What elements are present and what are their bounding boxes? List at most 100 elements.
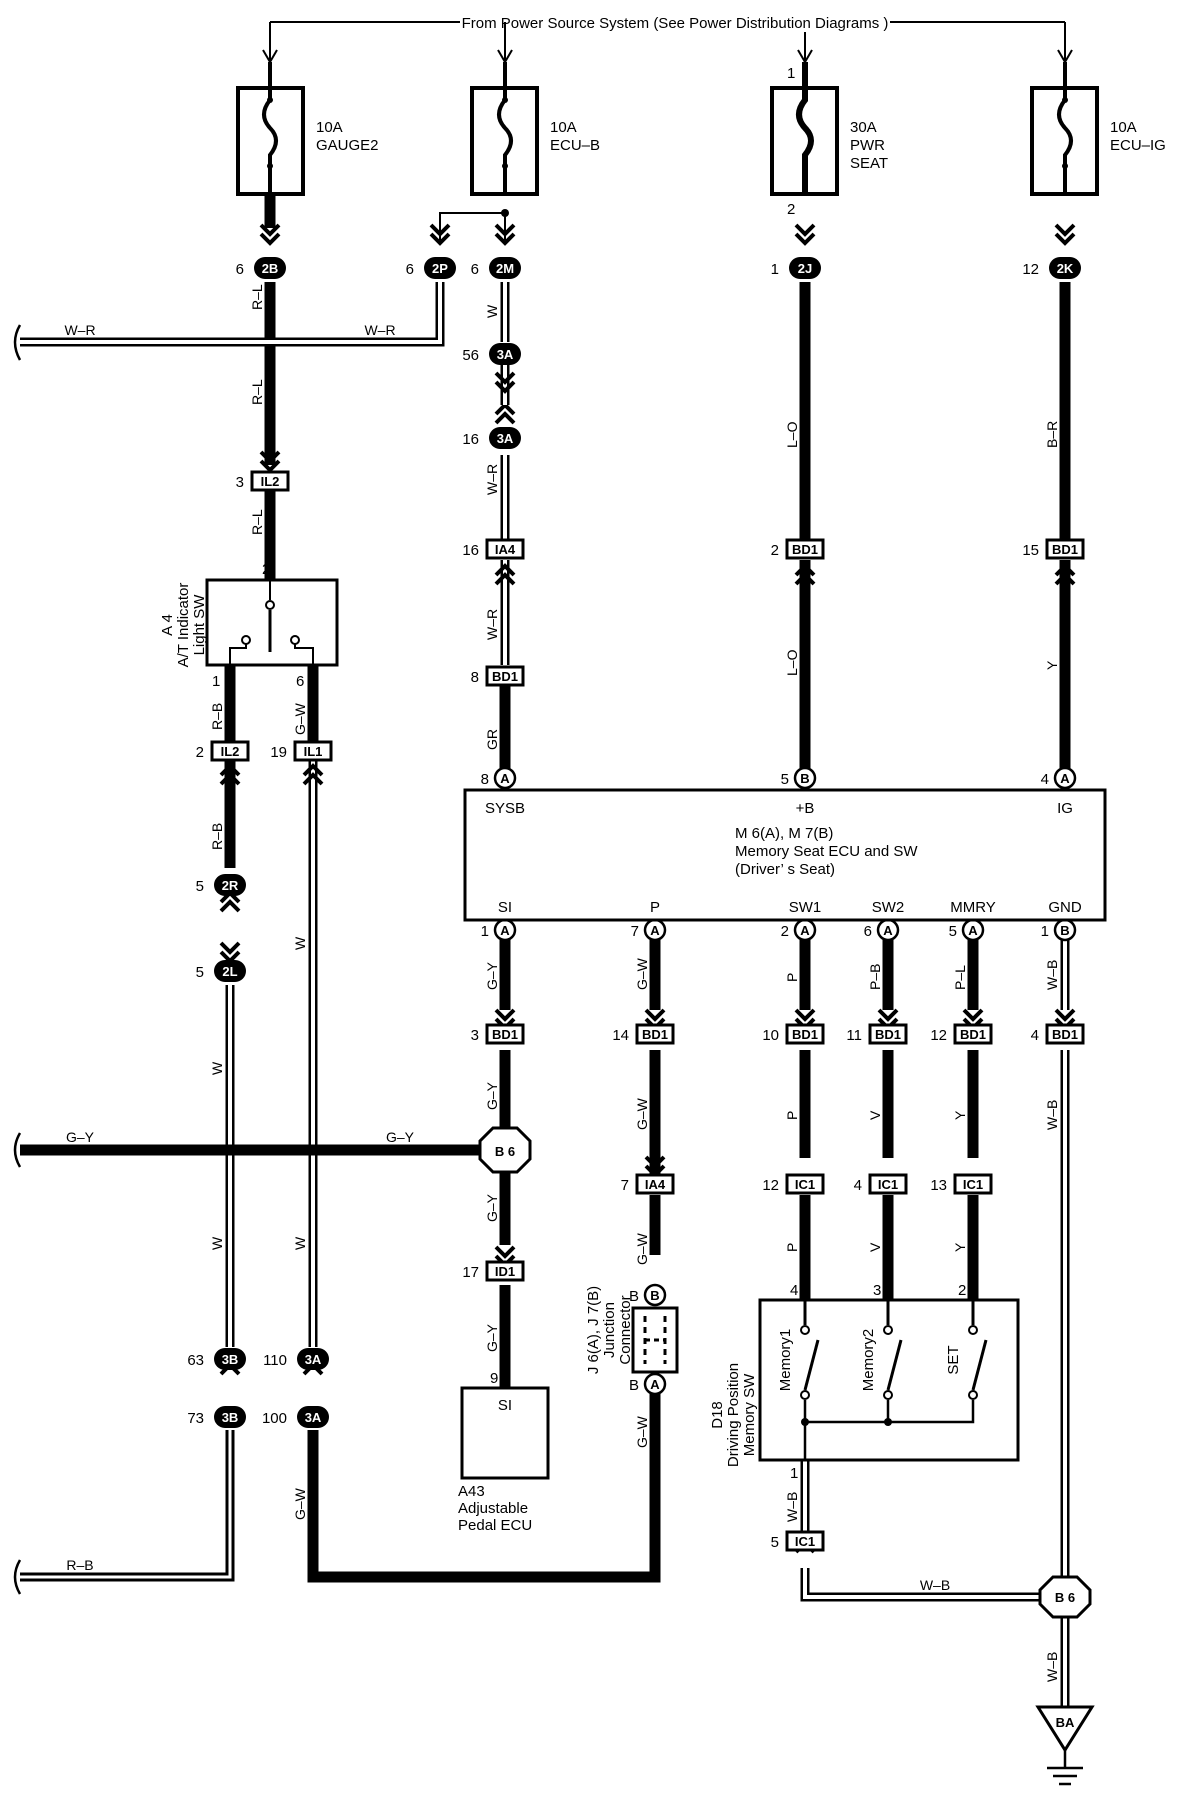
wire-label: G–Y xyxy=(66,1129,95,1145)
wire-label: W–B xyxy=(1044,960,1060,990)
svg-text:3A: 3A xyxy=(305,1352,322,1367)
svg-text:B: B xyxy=(1060,923,1069,938)
svg-text:6: 6 xyxy=(236,261,244,278)
wire-label: W–R xyxy=(364,322,395,338)
pedal-name: Adjustable xyxy=(458,1500,528,1517)
memsw-contacts xyxy=(800,1300,988,1460)
at-sw-pin: 6 xyxy=(296,673,304,690)
memsw-name: Memory SW xyxy=(741,1373,758,1456)
pin-A4: A4 xyxy=(1041,766,1077,790)
svg-text:IC1: IC1 xyxy=(878,1177,898,1192)
at-indicator-light-switch: 2 1 6 A 4 A/T Indicator Light SW xyxy=(159,561,339,690)
ground-ba: BA xyxy=(1035,1705,1095,1786)
svg-text:IL2: IL2 xyxy=(221,744,240,759)
wire-label: G–W xyxy=(634,1415,650,1448)
pedal-code: A43 xyxy=(458,1483,485,1500)
svg-text:73: 73 xyxy=(187,1410,204,1427)
memsw-pin: 3 xyxy=(873,1282,881,1299)
wire-label: GR xyxy=(484,729,500,750)
pin-A2: A2 xyxy=(781,918,817,942)
svg-text:IC1: IC1 xyxy=(795,1534,815,1549)
ecu-terminal: +B xyxy=(796,800,815,817)
wire-label: R–L xyxy=(249,509,265,535)
svg-text:B 6: B 6 xyxy=(495,1144,515,1159)
wire-label: G–W xyxy=(292,702,308,735)
ecu-terminal: P xyxy=(650,899,660,916)
svg-text:2: 2 xyxy=(771,542,779,559)
pin-A7: A7 xyxy=(631,918,667,942)
svg-text:IC1: IC1 xyxy=(795,1177,815,1192)
svg-text:4: 4 xyxy=(854,1177,862,1194)
wire-label: W–R xyxy=(484,609,500,640)
svg-text:2M: 2M xyxy=(496,261,514,276)
svg-text:BD1: BD1 xyxy=(1052,1027,1078,1042)
svg-text:IC1: IC1 xyxy=(963,1177,983,1192)
svg-text:15: 15 xyxy=(1022,542,1039,559)
junction-connector: B B A B J 6(A), J 7(B) Junction Connecto… xyxy=(585,1283,679,1396)
connector-2J: 2J1 xyxy=(771,257,821,279)
fuse-pin-in: 1 xyxy=(787,65,795,82)
svg-text:2R: 2R xyxy=(222,878,239,893)
svg-text:4: 4 xyxy=(1031,1027,1039,1044)
wire-label: V xyxy=(867,1110,883,1120)
svg-text:A: A xyxy=(650,1377,660,1392)
svg-text:IA4: IA4 xyxy=(495,542,516,557)
memsw-label: Memory2 xyxy=(860,1329,877,1392)
wire-label: W–R xyxy=(64,322,95,338)
ecu-name: Memory Seat ECU and SW xyxy=(735,843,918,860)
wire-color-labels: W–R W–R R–L R–L R–L W W–R W–R GR L–O L–O… xyxy=(64,284,1060,1682)
fuse-name: PWR xyxy=(850,137,885,154)
memsw-code: D18 xyxy=(709,1401,726,1429)
adjustable-pedal-ecu: SI 9 A43 Adjustable Pedal ECU xyxy=(458,1370,550,1534)
ecu-terminal-pins: A8 B5 A4 A1 A7 A2 A6 A5 B1 xyxy=(481,766,1077,942)
fuse-amp: 10A xyxy=(1110,119,1137,136)
svg-text:16: 16 xyxy=(462,542,479,559)
connector-IC1-4: IC1 4 xyxy=(854,1173,908,1195)
junction-name: Connector xyxy=(617,1295,634,1364)
svg-text:BD1: BD1 xyxy=(642,1027,668,1042)
svg-text:BA: BA xyxy=(1056,1715,1075,1730)
svg-text:2P: 2P xyxy=(432,261,448,276)
wire-label: G–W xyxy=(634,1232,650,1265)
svg-text:5: 5 xyxy=(781,771,789,788)
wire-label: P–L xyxy=(952,965,968,990)
memsw-pin: 2 xyxy=(958,1282,966,1299)
connector-2P: 2P6 xyxy=(406,257,456,279)
wire-label: G–W xyxy=(634,957,650,990)
fuse-ecu-b: 10A ECU–B xyxy=(470,22,600,196)
fuse-name: GAUGE2 xyxy=(316,137,379,154)
svg-text:B: B xyxy=(629,1288,639,1305)
wire-label: G–Y xyxy=(484,1193,500,1222)
fuse-amp: 10A xyxy=(550,119,577,136)
wire-label: P–B xyxy=(867,964,883,990)
fuse-gauge2: 10A GAUGE2 xyxy=(236,62,379,196)
at-sw-name: Light SW xyxy=(191,594,208,656)
svg-text:BD1: BD1 xyxy=(492,669,518,684)
svg-text:3: 3 xyxy=(236,474,244,491)
memsw-name: Driving Position xyxy=(725,1363,742,1467)
svg-text:ID1: ID1 xyxy=(495,1264,515,1279)
svg-text:100: 100 xyxy=(262,1410,287,1427)
svg-text:11: 11 xyxy=(846,1027,862,1044)
power-source-bus: From Power Source System (See Power Dist… xyxy=(262,12,1073,64)
svg-text:1: 1 xyxy=(481,923,489,940)
svg-text:3A: 3A xyxy=(497,431,514,446)
svg-text:3A: 3A xyxy=(497,347,514,362)
wire-label: G–Y xyxy=(484,1081,500,1110)
wire-label: G–W xyxy=(634,1097,650,1130)
svg-text:A: A xyxy=(1060,771,1070,786)
wire-label: W xyxy=(484,304,500,318)
svg-text:4: 4 xyxy=(1041,771,1049,788)
svg-text:2B: 2B xyxy=(262,261,279,276)
svg-text:56: 56 xyxy=(462,347,479,364)
